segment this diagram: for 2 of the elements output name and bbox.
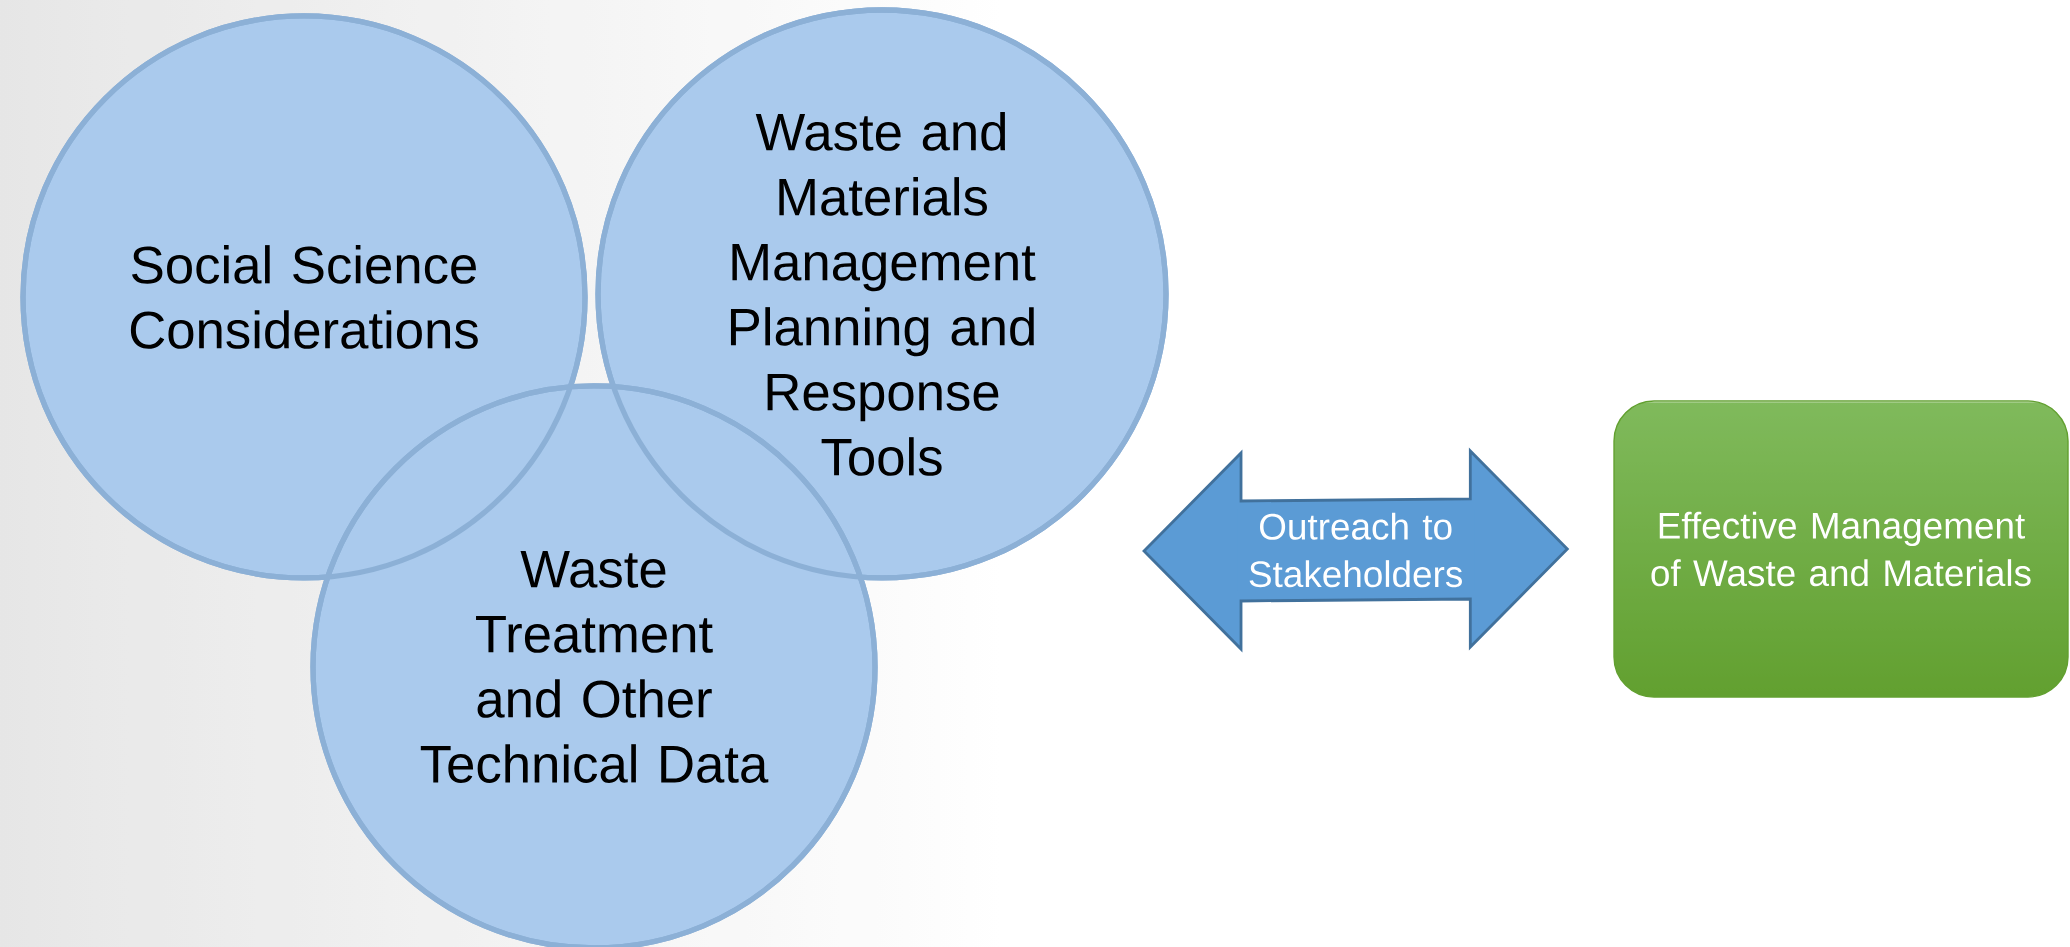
rounded-box: Effective Management of Waste and Materials [1613,400,2069,698]
edge-label: Outreach to Stakeholders [1237,509,1475,591]
